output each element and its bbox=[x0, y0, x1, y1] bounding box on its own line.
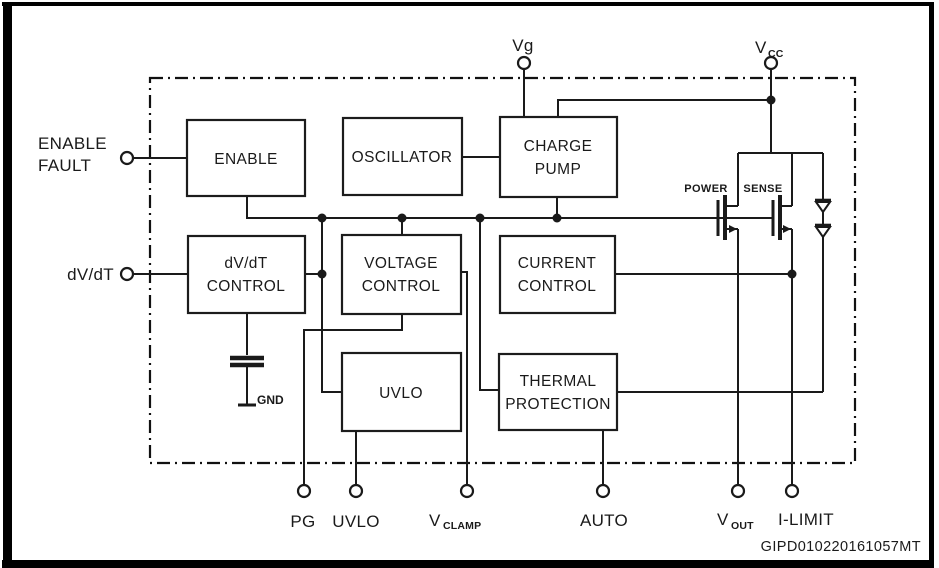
block-label: PUMP bbox=[535, 161, 581, 178]
block-rect bbox=[186, 234, 307, 315]
sense-fet-label: SENSE bbox=[743, 183, 782, 195]
dvdt-capacitor: GND bbox=[230, 313, 284, 407]
pin-vcc: V CC bbox=[755, 38, 784, 71]
block-charge-pump: CHARGE PUMP bbox=[498, 115, 619, 199]
block-enable: ENABLE bbox=[185, 118, 307, 198]
junction-dot bbox=[766, 95, 776, 105]
block-rect bbox=[498, 115, 619, 199]
wire-voltagecontrol-to-pg bbox=[303, 314, 403, 485]
pin-circle bbox=[730, 483, 746, 499]
block-label: THERMAL bbox=[520, 373, 597, 390]
pin-label: AUTO bbox=[580, 511, 628, 530]
power-fet-label: POWER bbox=[684, 183, 728, 195]
pin-label: Vg bbox=[512, 36, 533, 55]
block-label: OSCILLATOR bbox=[352, 149, 453, 166]
pin-circle bbox=[348, 483, 364, 499]
block-label: CONTROL bbox=[362, 278, 441, 295]
pin-circle bbox=[784, 483, 800, 499]
pin-label: ENABLE bbox=[38, 134, 107, 153]
block-rect bbox=[340, 351, 463, 433]
pin-label: V bbox=[717, 510, 729, 529]
source-arrow bbox=[783, 225, 791, 233]
block-label: CHARGE bbox=[524, 138, 593, 155]
junction-dot bbox=[317, 269, 327, 279]
junction-dot bbox=[552, 213, 562, 223]
sense-diodes bbox=[814, 198, 832, 239]
block-label: CURRENT bbox=[518, 255, 597, 272]
pin-label-subscript: OUT bbox=[731, 520, 754, 532]
pin-vclamp: V CLAMP bbox=[429, 483, 481, 532]
wire-bus-to-thermal bbox=[479, 218, 499, 391]
pin-label: UVLO bbox=[332, 512, 380, 531]
wire-bus-to-uvlo bbox=[321, 218, 342, 393]
pin-label: I-LIMIT bbox=[778, 510, 834, 529]
pin-auto: AUTO bbox=[580, 483, 628, 530]
block-label: dV/dT bbox=[224, 255, 267, 272]
diode-triangle bbox=[814, 226, 832, 239]
block-uvlo: UVLO bbox=[340, 351, 463, 433]
pin-label-subscript: CC bbox=[768, 48, 784, 60]
wire-vcc-to-chargepump bbox=[557, 99, 771, 117]
pin-ilimit: I-LIMIT bbox=[778, 483, 834, 529]
pin-uvlo: UVLO bbox=[332, 483, 380, 531]
block-rect bbox=[341, 116, 464, 197]
junction-dot bbox=[787, 269, 797, 279]
document-code: GIPD010220161057MT bbox=[761, 539, 921, 555]
block-dvdt-control: dV/dT CONTROL bbox=[186, 234, 307, 315]
block-label: VOLTAGE bbox=[364, 255, 438, 272]
pin-circle bbox=[119, 266, 135, 282]
wire-voltagecontrol-to-vclamp bbox=[461, 271, 468, 485]
sense-mosfet: SENSE bbox=[743, 183, 791, 240]
source-arrow bbox=[729, 225, 737, 233]
block-oscillator: OSCILLATOR bbox=[341, 116, 464, 197]
power-mosfet: POWER bbox=[684, 183, 737, 240]
junction-dot bbox=[475, 213, 485, 223]
pin-label: PG bbox=[290, 512, 315, 531]
block-label: PROTECTION bbox=[505, 396, 611, 413]
junction-dot bbox=[317, 213, 327, 223]
pin-circle bbox=[595, 483, 611, 499]
pin-vout: V OUT bbox=[717, 483, 754, 532]
block-rect bbox=[497, 352, 619, 432]
wire-gate-bus bbox=[246, 196, 773, 219]
frame-bottom bbox=[2, 560, 934, 568]
block-rect bbox=[498, 234, 617, 315]
pin-circle bbox=[119, 150, 135, 166]
pin-enable-fault: ENABLE FAULT bbox=[38, 134, 135, 175]
block-label: CONTROL bbox=[207, 278, 286, 295]
block-rect bbox=[340, 233, 463, 316]
frame-left bbox=[3, 2, 12, 564]
block-label: CONTROL bbox=[518, 278, 597, 295]
block-rect bbox=[185, 118, 307, 198]
block-voltage-control: VOLTAGE CONTROL bbox=[340, 233, 463, 316]
pin-vg: Vg bbox=[512, 36, 533, 71]
pin-label: V bbox=[755, 38, 767, 57]
junction-dot bbox=[397, 213, 407, 223]
ground-label: GND bbox=[257, 393, 284, 407]
block-thermal-protection: THERMAL PROTECTION bbox=[497, 352, 619, 432]
pin-dvdt: dV/dT bbox=[67, 265, 188, 284]
frame-top bbox=[2, 2, 934, 6]
pin-label: FAULT bbox=[38, 156, 91, 175]
pin-label: V bbox=[429, 511, 441, 530]
pin-pg: PG bbox=[290, 483, 315, 531]
pin-circle bbox=[296, 483, 312, 499]
pin-circle bbox=[516, 55, 532, 71]
pin-label-subscript: CLAMP bbox=[443, 520, 481, 532]
pin-label: dV/dT bbox=[67, 265, 114, 284]
block-label: ENABLE bbox=[214, 151, 278, 168]
pin-circle bbox=[459, 483, 475, 499]
diode-triangle bbox=[814, 201, 832, 214]
block-label: UVLO bbox=[379, 385, 423, 402]
pin-circle bbox=[763, 55, 779, 71]
ic-boundary bbox=[148, 76, 857, 465]
junction-dots bbox=[317, 95, 797, 279]
block-current-control: CURRENT CONTROL bbox=[498, 234, 617, 315]
frame-right bbox=[929, 2, 934, 564]
